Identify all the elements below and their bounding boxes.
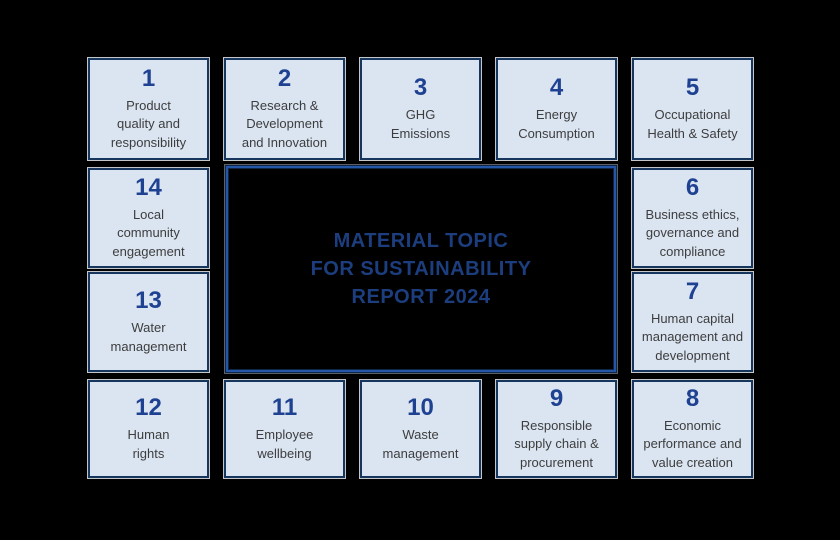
topic-box-2: 2 Research & Development and Innovation (224, 58, 345, 160)
topic-number: 11 (271, 394, 298, 422)
topic-number: 12 (135, 394, 162, 422)
center-title-panel: MATERIAL TOPIC FOR SUSTAINABILITY REPORT… (226, 166, 616, 372)
topic-box-10: 10 Waste management (360, 380, 481, 478)
topic-number: 14 (135, 173, 162, 201)
topic-label: Human capital management and development (641, 310, 744, 364)
topic-label: Water management (110, 319, 187, 354)
topic-box-13: 13 Water management (88, 272, 209, 372)
topic-box-12: 12 Human rights (88, 380, 209, 478)
topic-number: 13 (135, 287, 162, 315)
topic-label: Waste management (382, 426, 459, 461)
topic-box-7: 7 Human capital management and developme… (632, 272, 753, 372)
topic-box-3: 3 GHG Emissions (360, 58, 481, 160)
topic-number: 4 (549, 74, 564, 102)
topic-label: Employee wellbeing (255, 426, 314, 461)
topic-box-4: 4 Energy Consumption (496, 58, 617, 160)
topic-number: 3 (413, 74, 428, 102)
topic-number: 1 (141, 64, 156, 92)
topic-label: Human rights (127, 426, 170, 461)
topic-label: GHG Emissions (390, 106, 451, 141)
topic-number: 9 (549, 384, 564, 412)
topic-label: Local community engagement (112, 206, 185, 260)
topic-number: 5 (685, 74, 700, 102)
topic-number: 10 (407, 394, 434, 422)
topic-box-9: 9 Responsible supply chain & procurement (496, 380, 617, 478)
topic-label: Economic performance and value creation (643, 417, 742, 471)
topic-number: 7 (685, 277, 700, 305)
topic-label: Responsible supply chain & procurement (514, 417, 599, 471)
topic-label: Occupational Health & Safety (647, 106, 738, 141)
topic-box-14: 14 Local community engagement (88, 168, 209, 268)
topic-box-6: 6 Business ethics, governance and compli… (632, 168, 753, 268)
topic-box-1: 1 Product quality and responsibility (88, 58, 209, 160)
topic-box-5: 5 Occupational Health & Safety (632, 58, 753, 160)
topic-label: Energy Consumption (518, 106, 595, 141)
topic-label: Product quality and responsibility (110, 97, 187, 151)
topic-label: Business ethics, governance and complian… (645, 206, 740, 260)
topic-box-11: 11 Employee wellbeing (224, 380, 345, 478)
topic-label: Research & Development and Innovation (241, 97, 328, 151)
diagram-title: MATERIAL TOPIC FOR SUSTAINABILITY REPORT… (310, 230, 532, 308)
topic-number: 2 (277, 64, 292, 92)
topic-number: 8 (685, 384, 700, 412)
topic-number: 6 (685, 173, 700, 201)
topic-box-8: 8 Economic performance and value creatio… (632, 380, 753, 478)
